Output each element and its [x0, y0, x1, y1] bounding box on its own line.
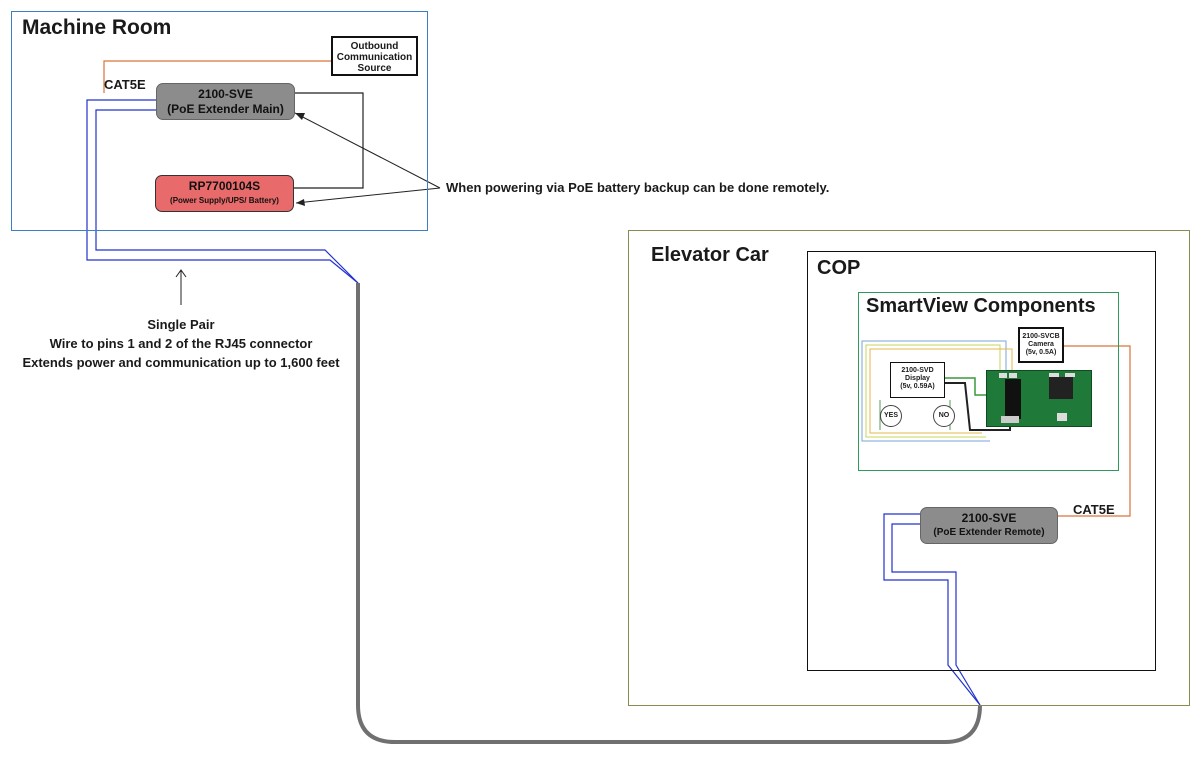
- elevator-car-box: [628, 230, 1190, 706]
- extender-remote-model: 2100-SVE: [961, 511, 1017, 525]
- outbound-line1: Outbound: [350, 41, 399, 52]
- cat5e-wire-machine-room: [103, 60, 332, 93]
- machine-room-title: Machine Room: [22, 16, 172, 39]
- pair-wire-elevator-a: [883, 513, 981, 706]
- pair-wire-elevator-b: [891, 523, 981, 706]
- board-connector-4: [1065, 373, 1075, 377]
- display-cable-green: [945, 377, 986, 396]
- outbound-communication-box: Outbound Communication Source: [331, 36, 418, 76]
- outbound-line3: Source: [357, 63, 392, 74]
- arrow-line-to-power: [295, 187, 441, 204]
- up-arrow: [175, 269, 187, 305]
- smartview-title: SmartView Components: [866, 295, 1096, 317]
- cat5e-label-elevator: CAT5E: [1073, 502, 1115, 517]
- board-chip-1: [1005, 379, 1021, 419]
- cat5e-label-machine-room: CAT5E: [104, 77, 146, 92]
- pair-wire-machine-a: [86, 99, 359, 284]
- power-supply-model: RP7700104S: [188, 179, 261, 193]
- extender-main-model: 2100-SVE: [198, 87, 253, 101]
- display-model: 2100-SVD: [901, 367, 934, 374]
- board-chip-2: [1049, 377, 1073, 399]
- elevator-car-title: Elevator Car: [651, 244, 769, 266]
- board-port: [1001, 416, 1019, 423]
- camera-name: Camera: [1028, 341, 1054, 348]
- outbound-line2: Communication: [336, 52, 413, 63]
- pair-wire-machine-b: [95, 109, 359, 284]
- cat5e-wire-elevator: [1058, 345, 1131, 517]
- board-led: [1057, 413, 1067, 421]
- single-pair-note: Single Pair Wire to pins 1 and 2 of the …: [0, 315, 362, 372]
- extender-remote-desc: (PoE Extender Remote): [933, 527, 1045, 538]
- trunk-cable: [356, 283, 982, 744]
- no-button: NO: [933, 405, 955, 427]
- yes-button: YES: [880, 405, 902, 427]
- single-pair-line1: Single Pair: [147, 317, 215, 332]
- display-name: Display: [905, 375, 930, 382]
- cop-box: [807, 251, 1156, 671]
- camera-model: 2100-SVCB: [1022, 333, 1060, 340]
- power-supply-box: RP7700104S (Power Supply/UPS/ Battery): [155, 175, 294, 212]
- no-button-label: NO: [938, 412, 950, 419]
- poe-extender-main: 2100-SVE (PoE Extender Main): [156, 83, 295, 120]
- camera-box: 2100-SVCB Camera (5v, 0.5A): [1018, 327, 1064, 363]
- yes-button-label: YES: [883, 412, 898, 419]
- ribbon-wire-2: [861, 340, 1007, 442]
- single-pair-line2: Wire to pins 1 and 2 of the RJ45 connect…: [49, 336, 313, 351]
- poe-extender-remote: 2100-SVE (PoE Extender Remote): [920, 507, 1058, 544]
- machine-room-box: [11, 11, 428, 231]
- power-supply-desc: (Power Supply/UPS/ Battery): [170, 196, 279, 205]
- camera-power: (5v, 0.5A): [1025, 349, 1057, 356]
- power-wire: [294, 92, 364, 189]
- arrow-line-to-extender: [294, 112, 441, 189]
- ribbon-wire-1: [865, 344, 1001, 438]
- ribbon-wire-3: [869, 348, 1013, 434]
- single-pair-line3: Extends power and communication up to 1,…: [22, 355, 340, 370]
- arrowhead-power: [296, 199, 305, 206]
- board-connector-1: [999, 373, 1007, 378]
- board-connector-3: [1049, 373, 1059, 377]
- smartview-components-box: [858, 292, 1119, 471]
- circuit-board: [986, 370, 1092, 427]
- board-connector-2: [1009, 373, 1017, 378]
- extender-main-desc: (PoE Extender Main): [167, 102, 284, 116]
- display-box: 2100-SVD Display (5v, 0.59A): [890, 362, 945, 398]
- cop-title: COP: [817, 257, 861, 279]
- poe-battery-note: When powering via PoE battery backup can…: [446, 180, 830, 195]
- display-power: (5v, 0.59A): [900, 383, 935, 390]
- arrowhead-extender: [295, 113, 305, 120]
